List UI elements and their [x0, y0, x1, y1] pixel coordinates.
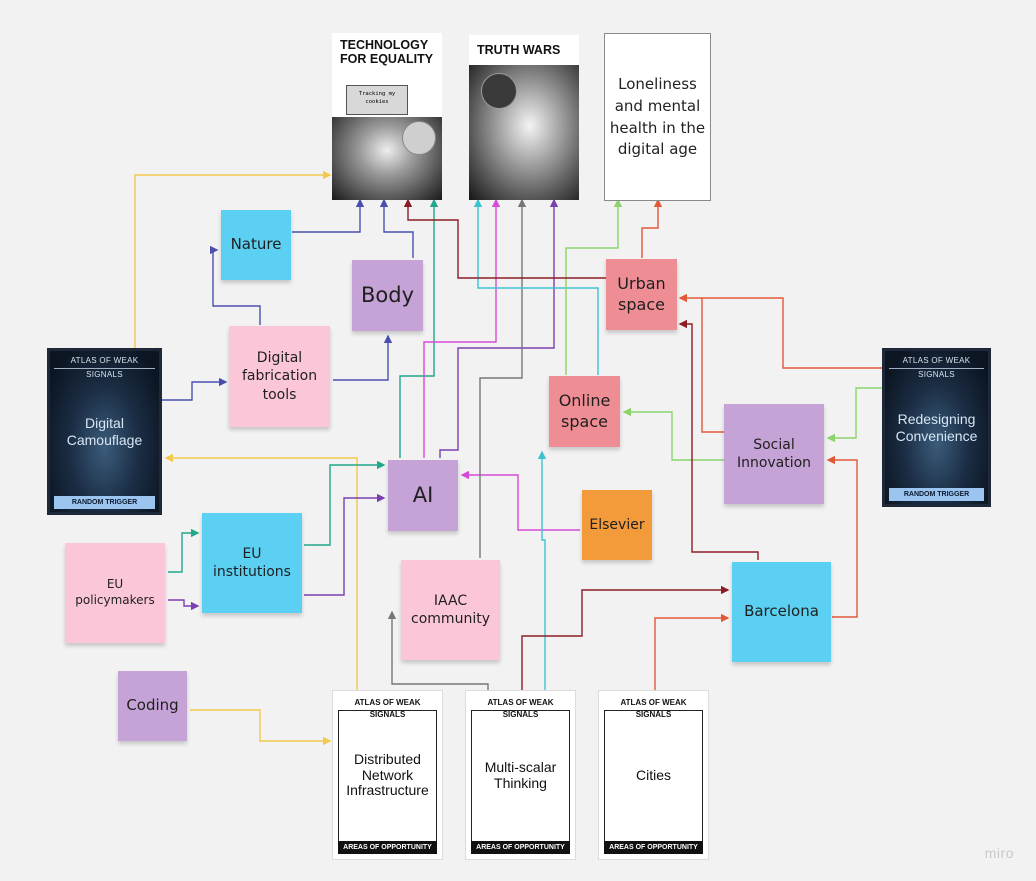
sticky-eu-policymakers[interactable]: EU policymakers — [65, 543, 165, 643]
card-footer: RANDOM TRIGGER — [54, 496, 155, 509]
card-digital-camouflage[interactable]: ATLAS OF WEAK SIGNALS Digital Camouflage… — [47, 348, 162, 515]
card-distributed-network-infrastructure[interactable]: ATLAS OF WEAK SIGNALS Distributed Networ… — [332, 690, 443, 860]
connector-online-truth[interactable] — [473, 198, 599, 375]
connector-urban-loneliness[interactable] — [641, 198, 663, 258]
connector-ai-body[interactable] — [423, 198, 501, 458]
card-header: ATLAS OF WEAK SIGNALS — [471, 697, 570, 719]
miro-logo: miro — [984, 845, 1014, 861]
cookie-popup: Tracking my cookies — [346, 85, 408, 115]
card-cities[interactable]: ATLAS OF WEAK SIGNALS Cities AREAS OF OP… — [598, 690, 709, 860]
poster-title: TRUTH WARS — [477, 43, 561, 57]
connector-social-urban[interactable] — [701, 298, 724, 433]
sticky-social-innovation[interactable]: Social Innovation — [724, 404, 824, 504]
card-header: ATLAS OF WEAK SIGNALS — [889, 354, 984, 379]
poster-technology-for-equality[interactable]: TECHNOLOGY FOR EQUALITY Tracking my cook… — [332, 33, 442, 200]
connector-urban-technology[interactable] — [403, 198, 606, 279]
connector-coding-distributed[interactable] — [190, 709, 332, 746]
connector-nature-technology[interactable] — [292, 198, 365, 233]
card-title: Digital Camouflage — [66, 415, 143, 448]
stamp-badge — [481, 73, 517, 109]
card-footer: AREAS OF OPPORTUNITY — [338, 841, 437, 854]
card-frame — [471, 710, 570, 841]
connector-eu-ai[interactable] — [304, 460, 386, 546]
connector-multiscalar-online[interactable] — [537, 450, 547, 690]
connector-convenience-urban[interactable] — [678, 293, 882, 369]
connector-eu-ai-2[interactable] — [304, 493, 386, 596]
sticky-elsevier[interactable]: Elsevier — [582, 490, 652, 560]
card-redesigning-convenience[interactable]: ATLAS OF WEAK SIGNALS Redesigning Conven… — [882, 348, 991, 507]
connector-policy-eu-2[interactable] — [168, 599, 200, 611]
connector-ai-truth[interactable] — [439, 198, 559, 458]
card-header: ATLAS OF WEAK SIGNALS — [604, 697, 703, 719]
card-footer: AREAS OF OPPORTUNITY — [604, 841, 703, 854]
connector-camouflage-fabrication[interactable] — [162, 377, 228, 401]
stamp-badge — [402, 121, 436, 155]
sticky-urban-space[interactable]: Urban space — [606, 259, 677, 330]
card-text: Loneliness and mental health in the digi… — [609, 75, 706, 159]
connector-social-online[interactable] — [622, 407, 724, 461]
poster-title: TECHNOLOGY FOR EQUALITY — [340, 38, 434, 66]
sticky-barcelona[interactable]: Barcelona — [732, 562, 831, 662]
card-footer: AREAS OF OPPORTUNITY — [471, 841, 570, 854]
connector-cities-barcelona[interactable] — [654, 613, 730, 690]
connector-convenience-social[interactable] — [826, 387, 882, 443]
connector-fabrication-body[interactable] — [333, 334, 393, 381]
connector-elsevier-ai[interactable] — [460, 470, 580, 531]
card-title: Redesigning Convenience — [895, 411, 978, 444]
connector-policy-eu[interactable] — [168, 528, 200, 573]
card-title: Multi-scalar Thinking — [484, 759, 557, 791]
poster-truth-wars[interactable]: TRUTH WARS — [469, 35, 579, 200]
sticky-digital-fabrication-tools[interactable]: Digital fabrication tools — [229, 326, 330, 427]
sticky-coding[interactable]: Coding — [118, 671, 187, 741]
connector-iaac-truth[interactable] — [479, 198, 527, 558]
card-frame — [338, 710, 437, 841]
sticky-body[interactable]: Body — [352, 260, 423, 331]
connector-multiscalar-barcelona[interactable] — [521, 585, 730, 690]
card-frame — [604, 710, 703, 841]
sticky-eu-institutions[interactable]: EU institutions — [202, 513, 302, 613]
card-header: ATLAS OF WEAK SIGNALS — [54, 354, 155, 379]
card-header: ATLAS OF WEAK SIGNALS — [338, 697, 437, 719]
connector-barcelona-social[interactable] — [826, 455, 858, 618]
sticky-ai[interactable]: AI — [388, 460, 458, 531]
sticky-nature[interactable]: Nature — [221, 210, 291, 280]
card-multi-scalar-thinking[interactable]: ATLAS OF WEAK SIGNALS Multi-scalar Think… — [465, 690, 576, 860]
sticky-iaac-community[interactable]: IAAC community — [401, 560, 500, 660]
card-title: Cities — [635, 766, 671, 783]
sticky-online-space[interactable]: Online space — [549, 376, 620, 447]
connector-body-technology[interactable] — [379, 198, 414, 258]
card-loneliness[interactable]: Loneliness and mental health in the digi… — [604, 33, 711, 201]
card-footer: RANDOM TRIGGER — [889, 488, 984, 501]
card-title: Distributed Network Infrastructure — [346, 751, 429, 799]
